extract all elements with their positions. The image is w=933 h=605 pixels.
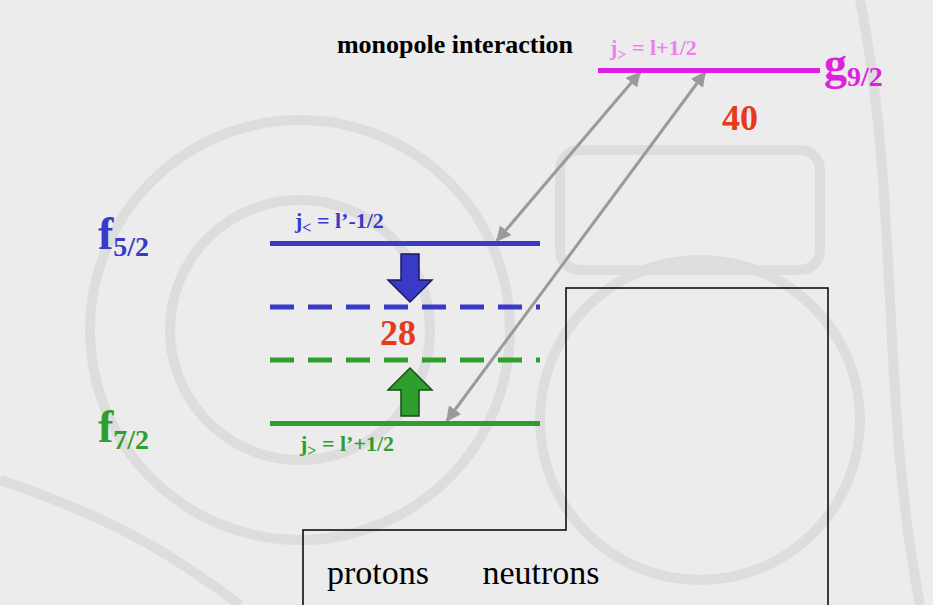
spin-subscript: > bbox=[307, 441, 316, 458]
shifted-level bbox=[270, 305, 540, 310]
orbital-label: f7/2 bbox=[98, 404, 149, 454]
spin-subscript: > bbox=[617, 46, 626, 63]
spin-letter: j bbox=[300, 431, 307, 456]
faded-housing bbox=[560, 150, 820, 270]
spin-subscript: < bbox=[302, 219, 311, 236]
orbital-label: g9/2 bbox=[824, 41, 883, 91]
shift-arrow bbox=[388, 368, 432, 416]
magic-number: 28 bbox=[380, 315, 416, 351]
spin-formula: = l’+1/2 bbox=[316, 431, 394, 456]
orbital-letter: f bbox=[98, 208, 113, 259]
spin-label: j> = l’+1/2 bbox=[300, 432, 394, 459]
spin-formula: = l’-1/2 bbox=[311, 208, 383, 233]
orbital-subscript: 7/2 bbox=[113, 424, 149, 455]
spin-label: j> = l+1/2 bbox=[610, 36, 697, 63]
spin-letter: j bbox=[610, 35, 617, 60]
orbital-label: f5/2 bbox=[98, 211, 149, 261]
slide-title: monopole interaction bbox=[337, 32, 573, 58]
shifted-level bbox=[270, 358, 540, 363]
energy-level: f5/2j< = l’-1/2 bbox=[270, 205, 540, 245]
interaction-arrow bbox=[447, 73, 705, 421]
energy-level: j> = l+1/2g9/2 bbox=[598, 32, 820, 72]
interaction-arrow bbox=[497, 73, 640, 241]
faded-detector bbox=[540, 260, 860, 580]
region-label: neutrons bbox=[482, 556, 599, 590]
orbital-subscript: 5/2 bbox=[113, 231, 149, 262]
magic-number: 40 bbox=[722, 100, 758, 136]
shift-arrow bbox=[388, 254, 432, 302]
spin-formula: = l+1/2 bbox=[626, 35, 696, 60]
faded-cable bbox=[0, 480, 240, 605]
fermi-outline bbox=[303, 288, 828, 605]
spin-label: j< = l’-1/2 bbox=[295, 209, 384, 236]
region-label: protons bbox=[327, 556, 429, 590]
faded-detector bbox=[90, 120, 510, 540]
orbital-subscript: 9/2 bbox=[847, 61, 883, 92]
orbital-letter: g bbox=[824, 38, 847, 89]
energy-level: f7/2j> = l’+1/2 bbox=[270, 421, 540, 461]
orbital-letter: f bbox=[98, 401, 113, 452]
spin-letter: j bbox=[295, 208, 302, 233]
